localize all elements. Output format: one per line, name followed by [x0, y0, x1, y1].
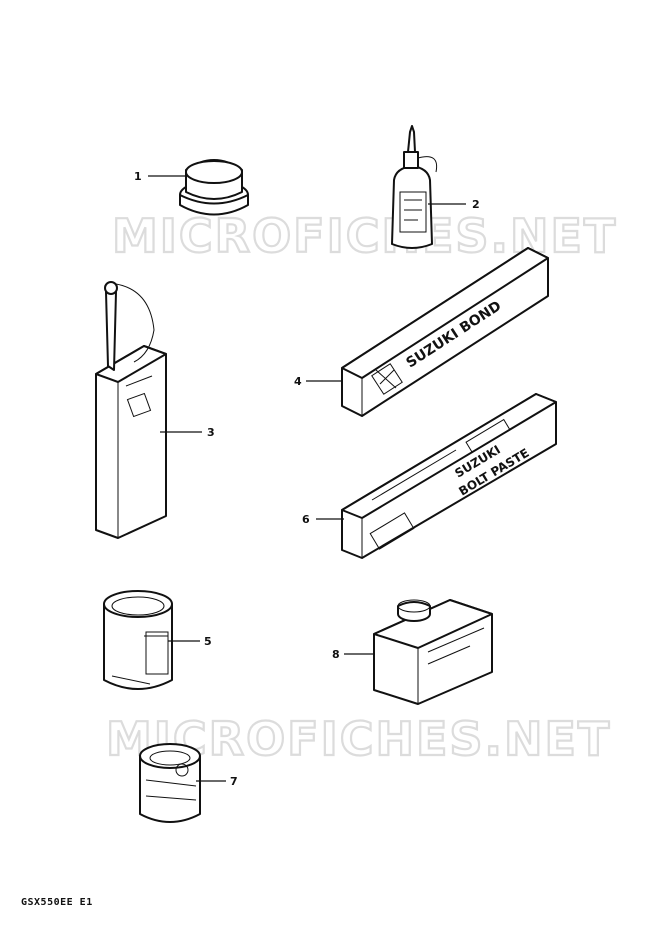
part-3-tube-container [95, 281, 167, 539]
callout-3: 3 [207, 426, 215, 439]
part-5-can [103, 590, 173, 690]
diagram-caption: GSX550EE E1 [21, 897, 93, 908]
part-1-wax-tin [179, 159, 249, 216]
callout-4: 4 [294, 375, 302, 388]
callout-5: 5 [204, 635, 212, 648]
part-4-suzuki-bond-box [341, 247, 549, 417]
callout-7: 7 [230, 775, 238, 788]
part-6-bolt-paste-box [341, 393, 557, 559]
part-2-oil-bottle [391, 125, 438, 249]
part-7-small-can [139, 743, 201, 823]
callout-2: 2 [472, 198, 480, 211]
callout-1: 1 [134, 170, 142, 183]
callout-8: 8 [332, 648, 340, 661]
callout-6: 6 [302, 513, 310, 526]
part-8-oil-can [373, 599, 493, 705]
